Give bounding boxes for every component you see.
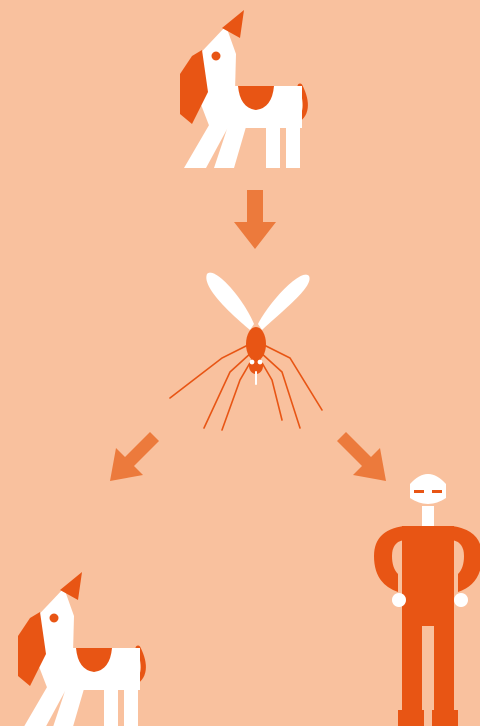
transmission-diagram [0, 0, 480, 726]
diagram-canvas [0, 0, 480, 726]
